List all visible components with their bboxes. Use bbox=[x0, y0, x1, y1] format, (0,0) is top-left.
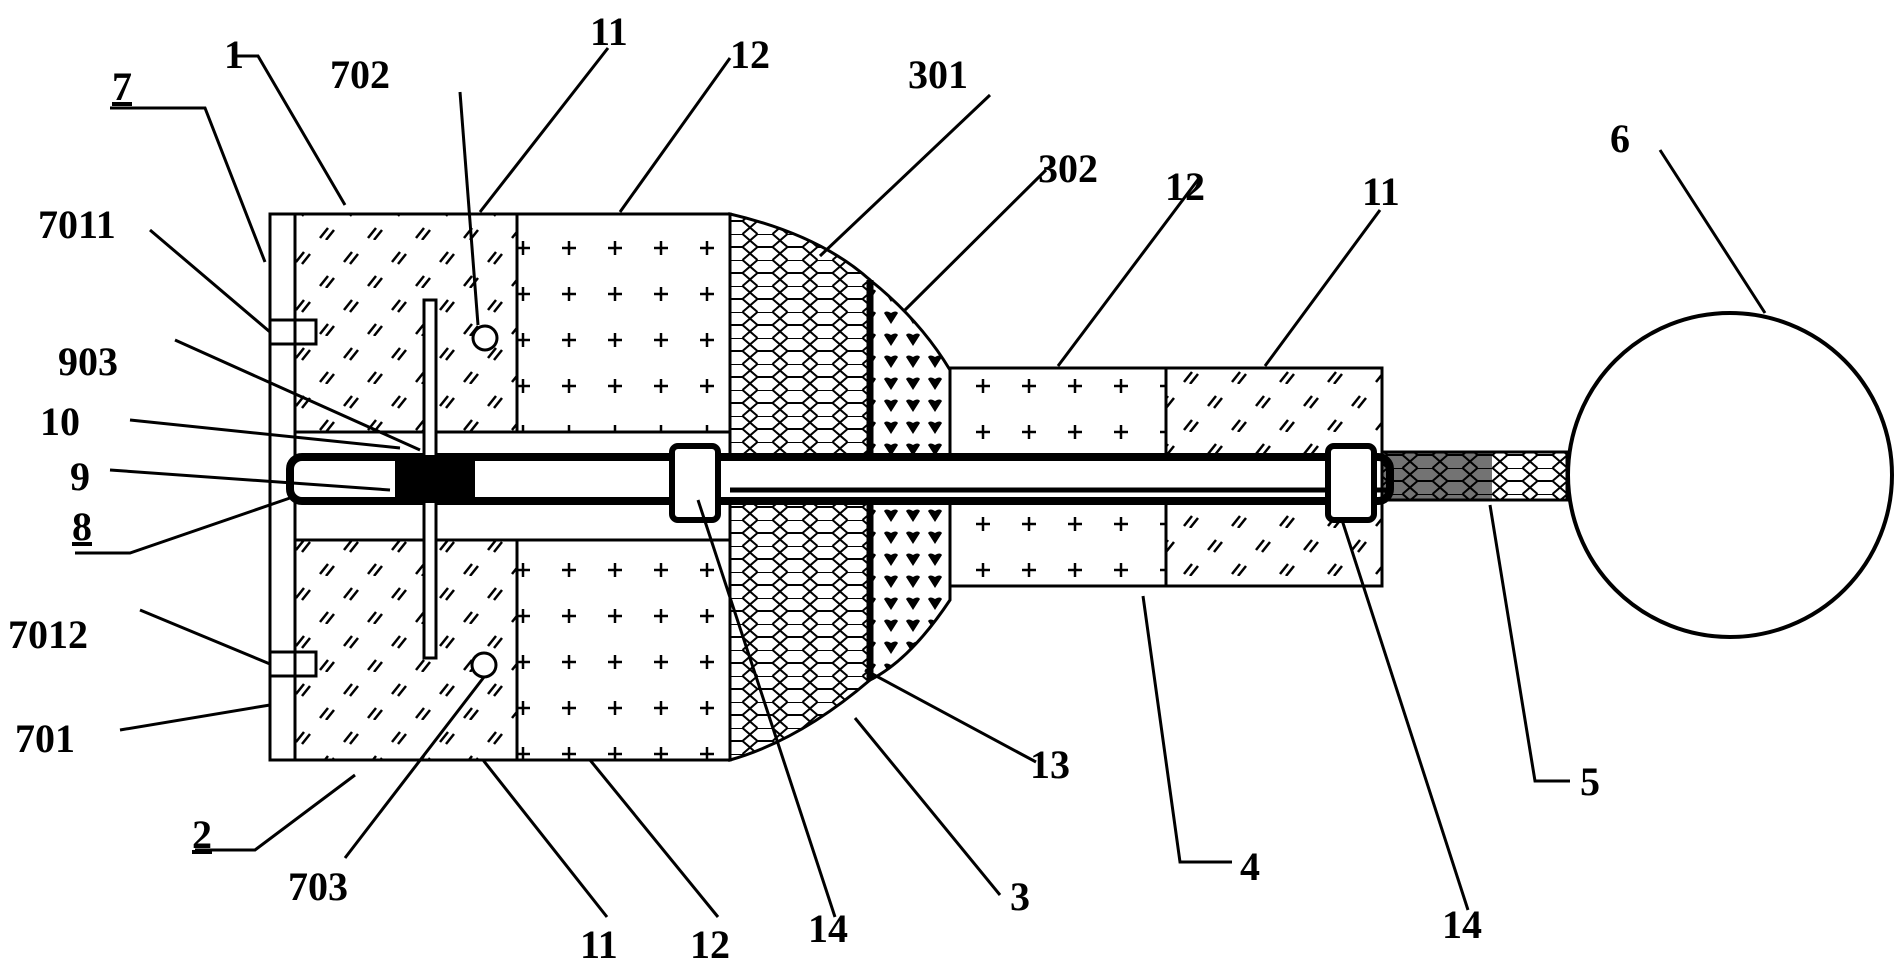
leader-lines bbox=[75, 47, 1767, 918]
label-903: 903 bbox=[58, 339, 118, 384]
label-4: 4 bbox=[1240, 844, 1260, 889]
nut-14-right bbox=[1325, 443, 1377, 523]
label-11-right: 11 bbox=[1362, 169, 1400, 214]
label-12-bottom: 12 bbox=[690, 922, 730, 964]
label-12-top: 12 bbox=[730, 32, 770, 77]
label-9: 9 bbox=[70, 454, 90, 499]
block-12-upper bbox=[515, 212, 732, 434]
label-7: 7 bbox=[112, 64, 132, 109]
core-element-9-overlay bbox=[395, 455, 475, 503]
label-301: 301 bbox=[908, 52, 968, 97]
label-10: 10 bbox=[40, 399, 80, 444]
label-703: 703 bbox=[288, 864, 348, 909]
label-1: 1 bbox=[224, 32, 244, 77]
block-11-lower bbox=[293, 538, 519, 762]
pin-703 bbox=[470, 651, 498, 679]
label-302: 302 bbox=[1038, 146, 1098, 191]
label-12-right: 12 bbox=[1165, 164, 1205, 209]
block-12-lower bbox=[515, 538, 732, 762]
label-701: 701 bbox=[15, 716, 75, 761]
label-8: 8 bbox=[72, 504, 92, 549]
label-3: 3 bbox=[1010, 874, 1030, 919]
label-7012: 7012 bbox=[8, 612, 88, 657]
pin-702 bbox=[471, 324, 499, 352]
label-11-bottom: 11 bbox=[580, 922, 618, 964]
label-14-right: 14 bbox=[1442, 902, 1482, 947]
label-11-top: 11 bbox=[590, 9, 628, 54]
ball-6 bbox=[1566, 311, 1894, 639]
label-6: 6 bbox=[1610, 116, 1630, 161]
label-5: 5 bbox=[1580, 759, 1600, 804]
label-702: 702 bbox=[330, 52, 390, 97]
label-13: 13 bbox=[1030, 742, 1070, 787]
label-2: 2 bbox=[192, 812, 212, 857]
label-14-left: 14 bbox=[808, 906, 848, 951]
block-11-upper bbox=[293, 212, 519, 434]
label-7011: 7011 bbox=[38, 202, 116, 247]
nut-14-left bbox=[669, 443, 721, 523]
connector-5-dark bbox=[1382, 452, 1492, 500]
